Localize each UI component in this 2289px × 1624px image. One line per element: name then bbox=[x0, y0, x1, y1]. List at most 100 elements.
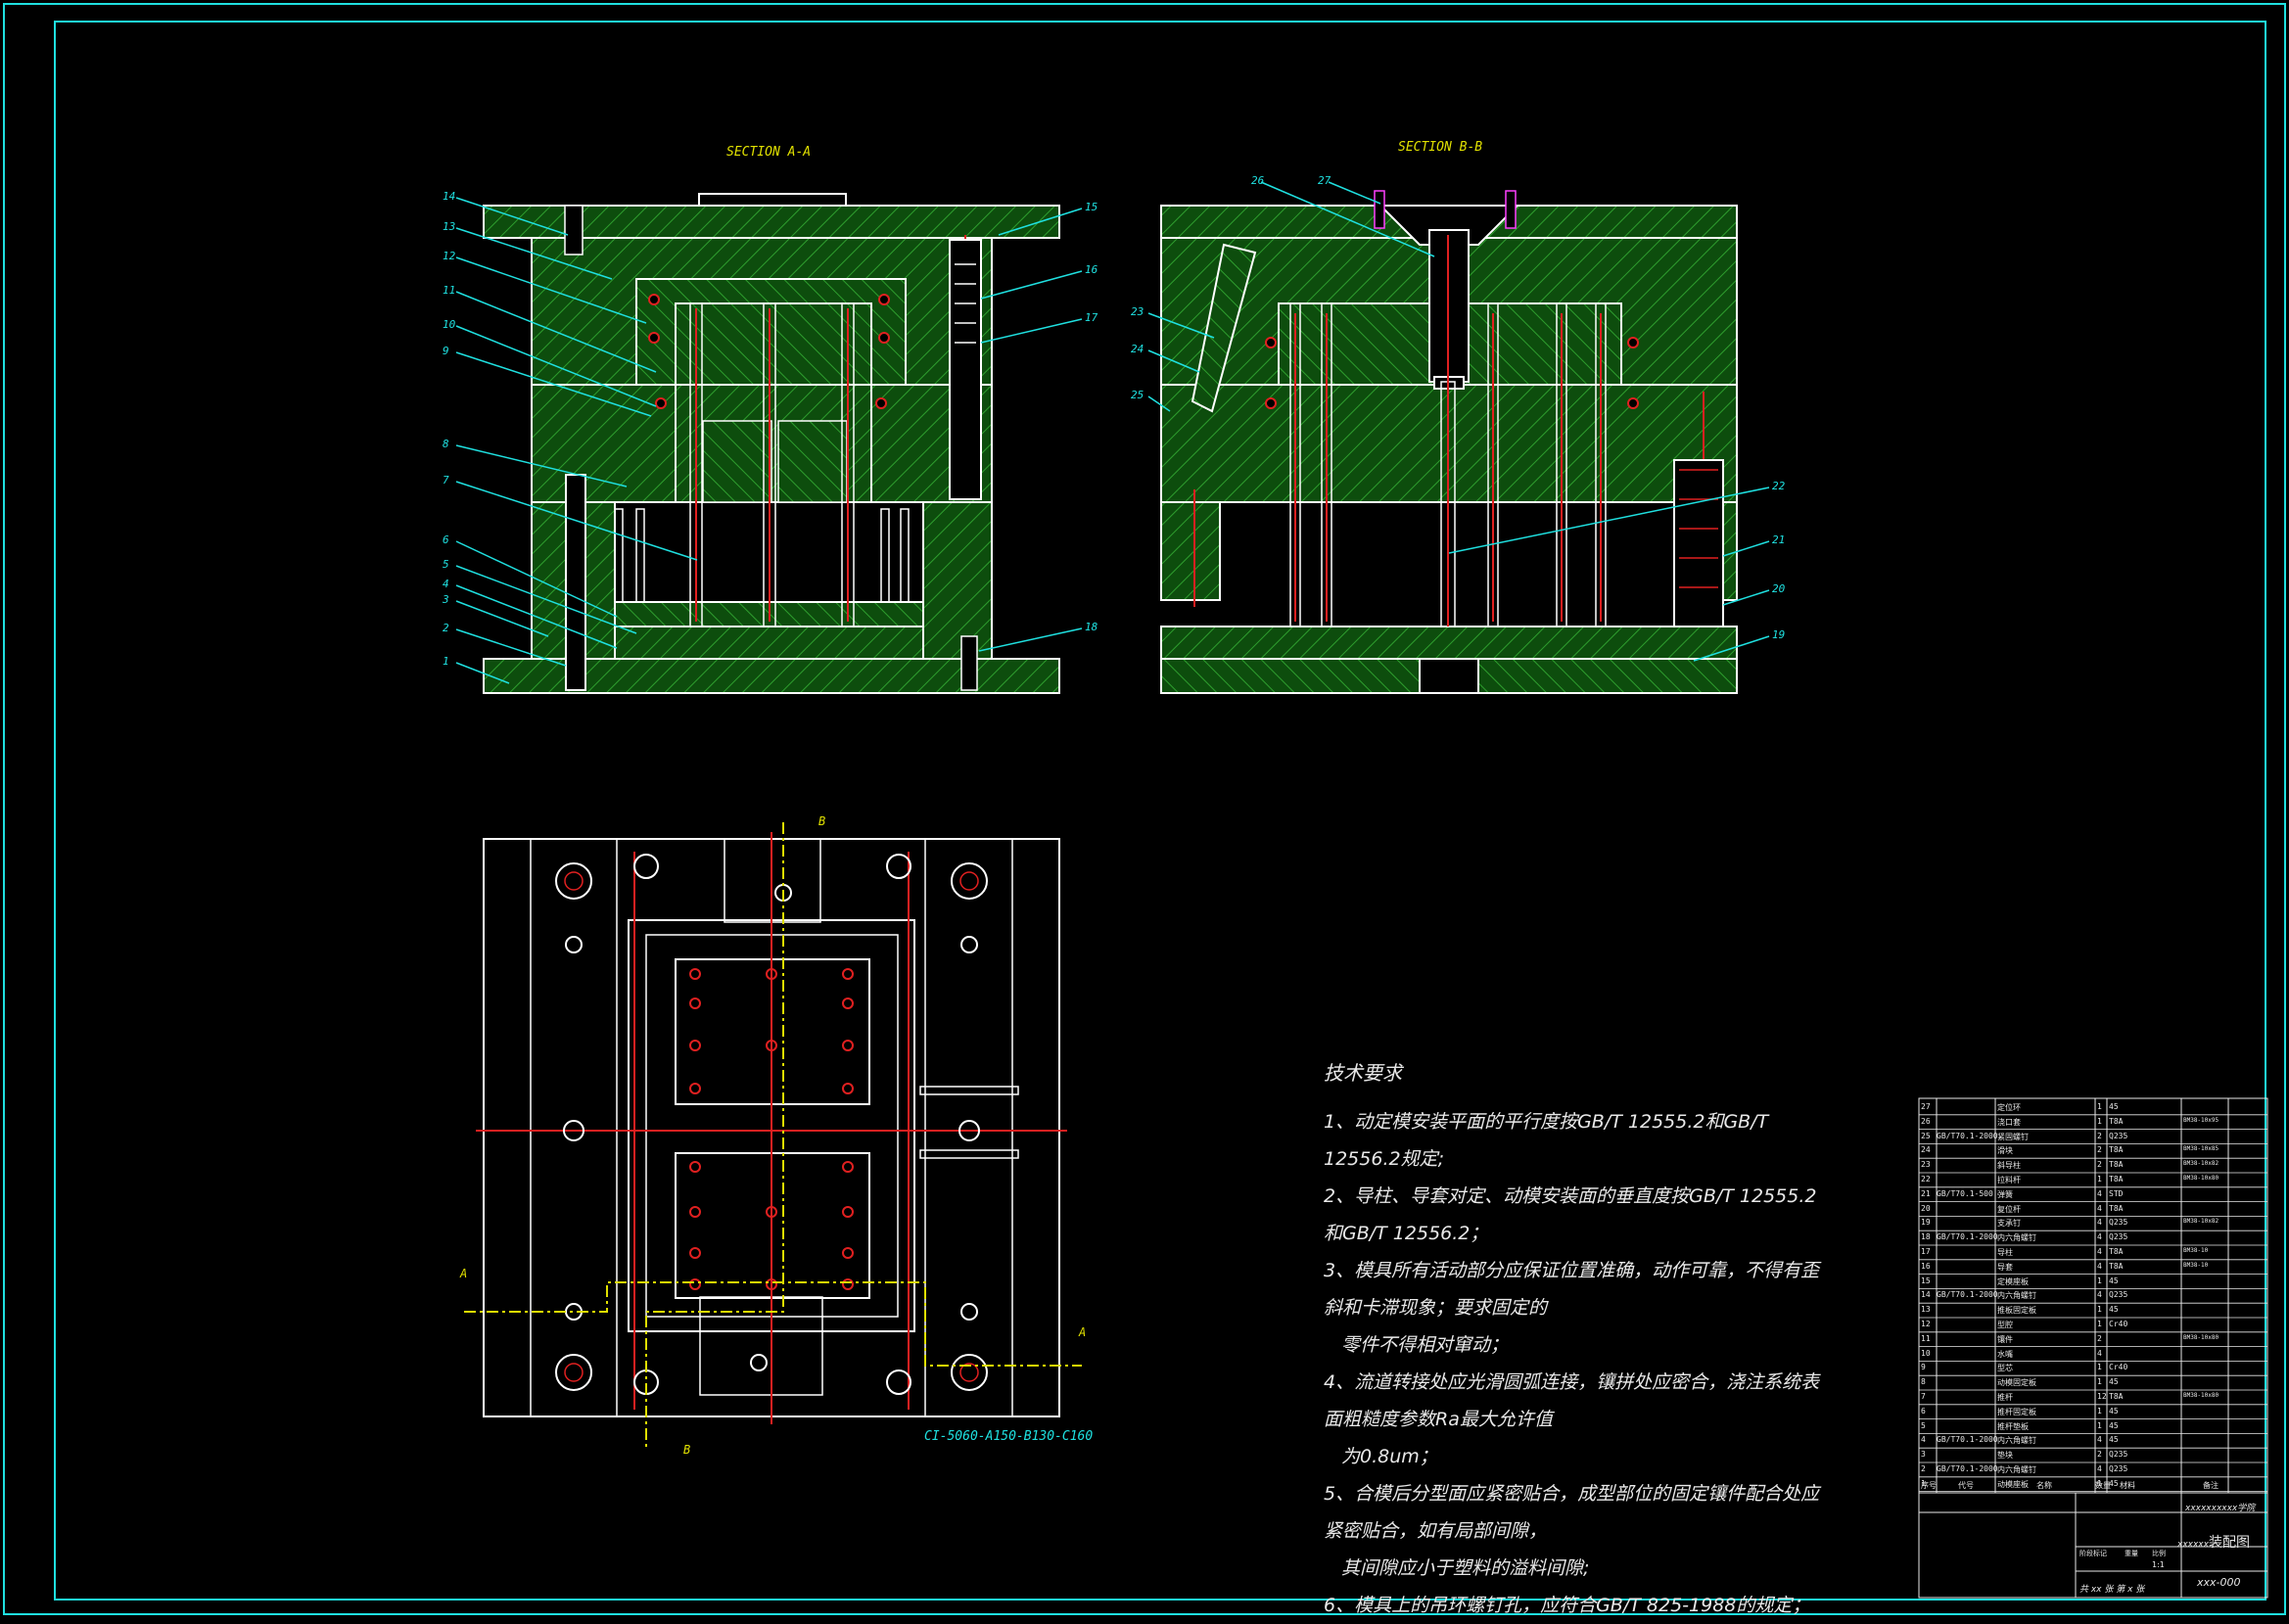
balloon-14: 14 bbox=[443, 190, 456, 203]
tech-item: 3、模具所有活动部分应保证位置准确，动作可靠，不得有歪斜和卡滞现象；要求固定的 bbox=[1324, 1260, 1820, 1319]
bom-cell-no: 2 bbox=[1921, 1464, 1926, 1473]
drawing-prefix: xxxxxx bbox=[2177, 1540, 2209, 1550]
balloon-27: 27 bbox=[1318, 174, 1331, 187]
bom-cell-name: 斜导柱 bbox=[1997, 1161, 2021, 1171]
bom-cell-mat: T8A bbox=[2109, 1145, 2124, 1155]
sheet-count: 共 xx 张 第 x 张 bbox=[2079, 1585, 2145, 1595]
balloon-11: 11 bbox=[443, 284, 456, 297]
bom-cell-mat: 45 bbox=[2109, 1102, 2119, 1111]
cut-marker-a-right: A bbox=[1079, 1325, 1087, 1339]
bom-cell-mat: Q235 bbox=[2109, 1232, 2128, 1242]
bom-cell-qty: 2 bbox=[2097, 1333, 2102, 1343]
tech-item: 1、动定模安装平面的平行度按GB/T 12555.2和GB/T 12556.2规… bbox=[1324, 1111, 1769, 1170]
bom-cell-qty: 1 bbox=[2097, 1406, 2102, 1415]
bom-cell-qty: 4 bbox=[2097, 1261, 2102, 1271]
bom-cell-mat: Cr40 bbox=[2109, 1363, 2128, 1372]
bom-cell-qty: 1 bbox=[2097, 1102, 2102, 1111]
bom-cell-no: 5 bbox=[1921, 1420, 1926, 1430]
bom-cell-qty: 1 bbox=[2097, 1363, 2102, 1372]
balloon-16: 16 bbox=[1085, 263, 1098, 276]
bom-cell-no: 14 bbox=[1921, 1290, 1931, 1300]
bom-cell-mat: Cr40 bbox=[2109, 1320, 2128, 1328]
tech-item: 零件不得相对窜动； bbox=[1341, 1334, 1510, 1356]
mold-base-code: CI-5060-A150-B130-C160 bbox=[924, 1429, 1094, 1444]
bom-cell-name: 支承钉 bbox=[1997, 1219, 2021, 1229]
bom-cell-name: 弹簧 bbox=[1997, 1189, 2013, 1199]
bom-cell-no: 21 bbox=[1921, 1188, 1931, 1198]
bom-cell-no: 9 bbox=[1921, 1363, 1926, 1372]
balloon-7: 7 bbox=[443, 474, 449, 487]
bom-header-row: 序号 代号 名称 数量 材料 备注 bbox=[1919, 1480, 2267, 1492]
bom-cell-qty: 4 bbox=[2097, 1218, 2102, 1228]
drawing-name: 装配图 bbox=[2208, 1535, 2250, 1551]
bom-cell-no: 17 bbox=[1921, 1247, 1931, 1256]
bom-cell-std: GB/T70.1-2000 bbox=[1937, 1464, 1998, 1473]
bom-cell-std: GB/T70.1-2000 bbox=[1937, 1131, 1998, 1140]
balloon-25: 25 bbox=[1131, 389, 1144, 401]
tech-item: 6、模具上的吊环螺钉孔，应符合GB/T 825-1988的规定； bbox=[1324, 1595, 1811, 1616]
tech-item: 为0.8um； bbox=[1341, 1446, 1438, 1467]
bom-row-lines bbox=[1919, 1114, 2267, 1492]
bom-cell-no: 6 bbox=[1921, 1406, 1926, 1415]
bom-cell-note: BM38-10x82 bbox=[2183, 1218, 2219, 1226]
bom-cell-qty: 2 bbox=[2097, 1160, 2102, 1170]
balloon-26: 26 bbox=[1251, 174, 1265, 187]
bom-cell-mat: 45 bbox=[2109, 1478, 2119, 1488]
bom-cell-qty: 1 bbox=[2097, 1305, 2102, 1315]
balloon-24: 24 bbox=[1131, 343, 1144, 355]
cut-marker-a-left: A bbox=[460, 1267, 468, 1280]
bom-cell-no: 18 bbox=[1921, 1232, 1931, 1242]
balloon-22: 22 bbox=[1772, 480, 1786, 492]
balloon-23: 23 bbox=[1131, 305, 1144, 318]
balloon-1: 1 bbox=[443, 655, 449, 668]
bom-cell-name: 推杆垫板 bbox=[1997, 1421, 2029, 1431]
balloon-21: 21 bbox=[1772, 534, 1786, 546]
balloon-3: 3 bbox=[443, 593, 449, 606]
balloon-15: 15 bbox=[1085, 201, 1098, 213]
technical-requirements: 技术要求 1、动定模安装平面的平行度按GB/T 12555.2和GB/T 125… bbox=[1324, 1057, 1833, 1624]
bom-cell-note: BM38-10x80 bbox=[2183, 1175, 2219, 1182]
bom-cell-qty: 1 bbox=[2097, 1320, 2102, 1328]
bom-cell-qty: 1 bbox=[2097, 1116, 2102, 1126]
bom-cell-qty: 4 bbox=[2097, 1290, 2102, 1300]
bom-cell-name: 紧固螺钉 bbox=[1997, 1132, 2029, 1141]
bom-cell-name: 镶件 bbox=[1997, 1334, 2013, 1344]
balloon-2: 2 bbox=[443, 622, 449, 634]
balloon-18: 18 bbox=[1085, 621, 1098, 633]
bom-cell-name: 推杆固定板 bbox=[1997, 1407, 2036, 1416]
bom-cell-mat: T8A bbox=[2109, 1392, 2124, 1401]
bom-cell-qty: 2 bbox=[2097, 1145, 2102, 1155]
bom-cell-note: BM38-10x95 bbox=[2183, 1116, 2219, 1124]
bom-cell-qty: 1 bbox=[2097, 1377, 2102, 1387]
bom-cell-qty: 4 bbox=[2097, 1188, 2102, 1198]
section-b-view bbox=[1160, 190, 1738, 694]
bom-cell-std: GB/T70.1-2000 bbox=[1937, 1435, 1998, 1445]
bom-cell-name: 内六角螺钉 bbox=[1997, 1233, 2036, 1243]
bom-cell-qty: 1 bbox=[2097, 1175, 2102, 1183]
bom-cell-note: BM38-10x82 bbox=[2183, 1160, 2219, 1168]
bom-cell-no: 7 bbox=[1921, 1392, 1926, 1401]
bom-header-std: 代号 bbox=[1958, 1481, 1974, 1490]
balloon-4: 4 bbox=[443, 578, 449, 590]
tech-title: 技术要求 bbox=[1324, 1061, 1402, 1085]
bom-cell-name: 内六角螺钉 bbox=[1997, 1291, 2036, 1301]
bom-cell-mat: T8A bbox=[2109, 1247, 2124, 1256]
bom-cell-name: 浇口套 bbox=[1997, 1117, 2021, 1127]
balloon-5: 5 bbox=[443, 558, 449, 571]
bom-cell-note: BM38-10x85 bbox=[2183, 1145, 2219, 1153]
bom-cell-no: 1 bbox=[1921, 1478, 1926, 1488]
scale-label: 比例 bbox=[2152, 1550, 2166, 1557]
bom-cell-mat: T8A bbox=[2109, 1203, 2124, 1213]
bom-cell-name: 推板固定板 bbox=[1997, 1306, 2036, 1316]
bom-cell-qty: 2 bbox=[2097, 1131, 2102, 1140]
bom-cell-qty: 4 bbox=[2097, 1435, 2102, 1445]
bom-cell-mat: T8A bbox=[2109, 1175, 2124, 1183]
school-name: xxxxxxxxxx学院 bbox=[2185, 1504, 2256, 1513]
bom-cell-note: BM38-10 bbox=[2183, 1261, 2209, 1269]
bom-cell-qty: 4 bbox=[2097, 1464, 2102, 1473]
bom-cell-qty: 4 bbox=[2097, 1247, 2102, 1256]
bom-cell-no: 25 bbox=[1921, 1131, 1931, 1140]
bom-cell-mat: Q235 bbox=[2109, 1290, 2128, 1300]
bom-cell-qty: 4 bbox=[2097, 1232, 2102, 1242]
bom-cell-no: 3 bbox=[1921, 1450, 1926, 1460]
